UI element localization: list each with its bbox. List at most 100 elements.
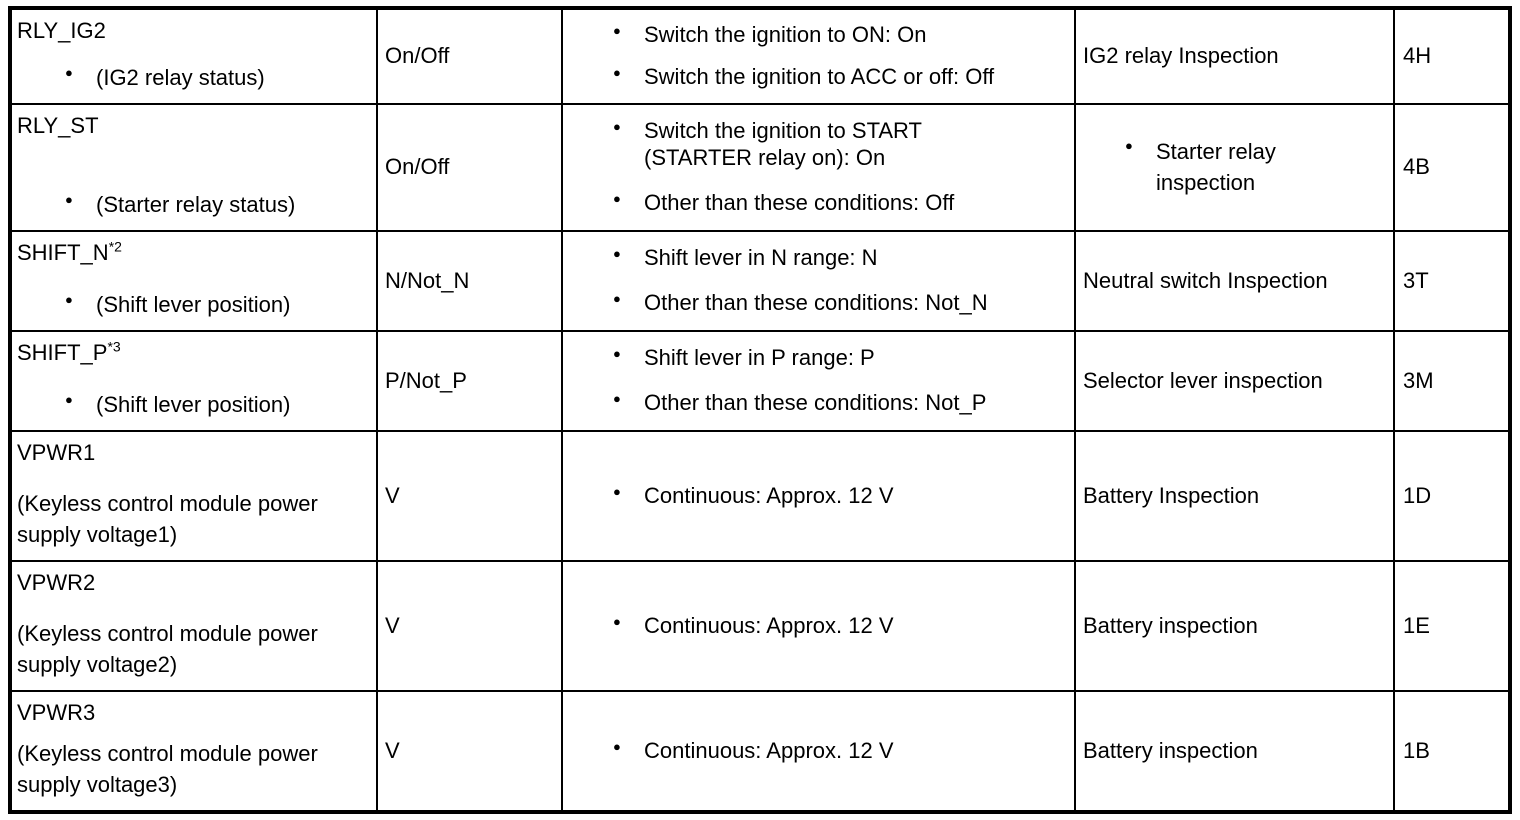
condition-item: ● Shift lever in N range: N (613, 245, 1070, 272)
condition-item: ● Continuous: Approx. 12 V (613, 738, 1070, 765)
pid-name: RLY_IG2 (17, 18, 106, 43)
condition-text-line: Other than these conditions: Off (644, 190, 955, 216)
condition-item: ●Other than these conditions: Not_N (613, 290, 1070, 317)
bullet-icon: ● (613, 738, 621, 754)
terminal-cell: 1D (1393, 430, 1511, 562)
condition-cell: ● Shift lever in N range: N ●Other than th… (561, 230, 1076, 332)
bullet-icon: ● (613, 613, 621, 629)
unit-value: On/Off (385, 154, 450, 180)
pid-name: VPWR1 (17, 440, 96, 465)
unit-cell: On/Off (376, 7, 563, 105)
pid-cell: SHIFT_N*2●(Shift lever position) (9, 230, 378, 332)
table-row: VPWR2 (Keyless control module power supply… (9, 560, 1511, 692)
condition-item: ● Switch the ignition to START(STARTER re… (613, 118, 1070, 172)
condition-text-line: Continuous: Approx. 12 V (644, 612, 894, 638)
pid-description-line: (Keyless control module power (17, 491, 318, 517)
pid-description: (Starter relay status) (96, 192, 296, 218)
table-row: RLY_IG2●(IG2 relay status)On/Off●Switch … (9, 7, 1511, 105)
pid-name: VPWR3 (17, 700, 96, 725)
terminal-cell: 1E (1393, 560, 1511, 692)
terminal-value: 3T (1403, 267, 1429, 293)
bullet-icon: ● (613, 246, 621, 262)
pid-cell: VPWR2 (Keyless control module power supply… (9, 560, 378, 692)
action-cell: Battery Inspection (1074, 430, 1395, 562)
pid-name-line: VPWR3 (17, 699, 372, 728)
condition-cell: ● Continuous: Approx. 12 V (561, 690, 1076, 813)
unit-value: On/Off (385, 43, 450, 69)
condition-text-line: Other than these conditions: Not_N (644, 290, 988, 316)
action-cell: Selector lever inspection (1074, 330, 1395, 432)
unit-cell: P/Not_P (376, 330, 563, 432)
pid-name-line: VPWR2 (17, 569, 372, 598)
action-text-line: inspection (1156, 169, 1256, 195)
unit-cell: N/Not_N (376, 230, 563, 332)
condition-cell: ● Switch the ignition to ON: On ●Switch th… (561, 7, 1076, 105)
bullet-icon: ● (613, 119, 621, 135)
pid-description: (Shift lever position) (96, 392, 291, 418)
condition-item: ●Continuous: Approx. 12 V (613, 483, 1070, 510)
action-text: Starter relay inspection (1156, 137, 1276, 199)
unit-cell: On/Off (376, 103, 563, 232)
condition-cell: ●Continuous: Approx. 12 V (561, 430, 1076, 562)
bullet-icon: ● (65, 65, 73, 81)
condition-cell: ● Continuous: Approx. 12 V (561, 560, 1076, 692)
action-text: Battery inspection (1083, 612, 1258, 638)
unit-value: V (385, 482, 400, 508)
condition-text: Other than these conditions: Not_N (644, 290, 988, 317)
action-cell: Battery inspection (1074, 560, 1395, 692)
pid-description-line: supply voltage2) (17, 651, 178, 677)
terminal-value: 1B (1403, 737, 1430, 763)
condition-text-line: Switch the ignition to START (644, 118, 922, 144)
pid-description-line: supply voltage1) (17, 521, 178, 547)
action-text: IG2 relay Inspection (1083, 43, 1279, 69)
table-row: VPWR1 (Keyless control module power supply… (9, 430, 1511, 562)
pid-name: SHIFT_N (17, 240, 109, 265)
condition-text: Continuous: Approx. 12 V (644, 738, 894, 765)
condition-cell: ● Switch the ignition to START(STARTER re… (561, 103, 1076, 232)
unit-cell: V (376, 560, 563, 692)
terminal-cell: 3T (1393, 230, 1511, 332)
pid-name: VPWR2 (17, 570, 96, 595)
terminal-cell: 4H (1393, 7, 1511, 105)
terminal-cell: 4B (1393, 103, 1511, 232)
terminal-value: 4H (1403, 43, 1432, 69)
pid-name: RLY_ST (17, 113, 99, 138)
condition-text-line: Other than these conditions: Not_P (644, 390, 987, 416)
unit-value: P/Not_P (385, 367, 467, 393)
pid-name: SHIFT_P (17, 340, 108, 365)
terminal-value: 3M (1403, 367, 1434, 393)
condition-text: Shift lever in N range: N (644, 245, 878, 272)
action-cell: IG2 relay Inspection (1074, 7, 1395, 105)
condition-item: ●Other than these conditions: Off (613, 190, 1070, 217)
pid-description-line: supply voltage3) (17, 771, 178, 797)
unit-cell: V (376, 430, 563, 562)
table-row: SHIFT_N*2●(Shift lever position)N/Not_N●… (9, 230, 1511, 332)
pid-cell: RLY_IG2●(IG2 relay status) (9, 7, 378, 105)
table-row: RLY_ST ● (Starter relay status) On/Off ● Swit… (9, 103, 1511, 232)
action-text: Battery inspection (1083, 737, 1258, 763)
bullet-icon: ● (65, 292, 73, 308)
pid-description: (Shift lever position) (96, 292, 291, 318)
bullet-icon: ● (613, 22, 621, 38)
pid-description-item: ● (Shift lever position) (17, 291, 372, 320)
condition-text: Other than these conditions: Not_P (644, 390, 986, 417)
condition-text: Switch the ignition to START(STARTER rel… (644, 118, 922, 172)
unit-value: N/Not_N (385, 267, 470, 293)
condition-item: ●Switch the ignition to ACC or off: Off (613, 64, 1070, 91)
unit-value: V (385, 737, 400, 763)
pid-cell: SHIFT_P*3●(Shift lever position) (9, 330, 378, 432)
bullet-icon: ● (613, 391, 621, 407)
terminal-value: 1E (1403, 612, 1430, 638)
unit-value: V (385, 612, 400, 638)
condition-text: Other than these conditions: Off (644, 190, 954, 217)
action-cell: Battery inspection (1074, 690, 1395, 813)
pid-cell: VPWR1 (Keyless control module power supply… (9, 430, 378, 562)
action-text-line: Starter relay (1156, 138, 1276, 164)
action-text: Selector lever inspection (1083, 367, 1323, 393)
condition-text: Switch the ignition to ON: On (644, 22, 926, 49)
pid-description-line: (Keyless control module power (17, 621, 318, 647)
action-text: Neutral switch Inspection (1083, 267, 1328, 293)
condition-item: ●Shift lever in P range: P (613, 345, 1070, 372)
